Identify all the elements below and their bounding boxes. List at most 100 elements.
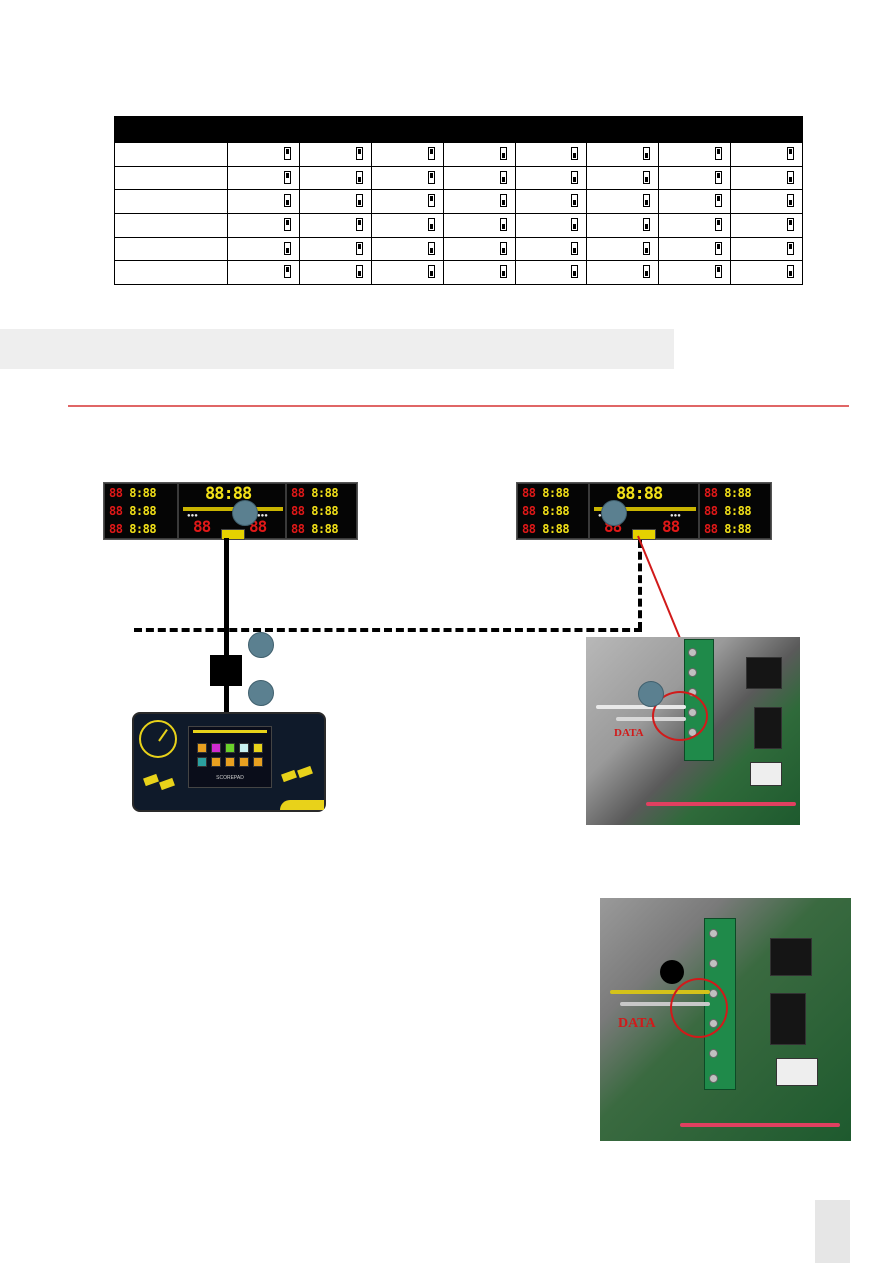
dip-cell — [586, 189, 660, 215]
dip-switch-icon — [715, 265, 723, 279]
dip-switch-icon — [499, 194, 507, 208]
dip-cell — [443, 166, 516, 191]
pcb-chip — [770, 938, 812, 976]
led-digits: 88 — [522, 522, 536, 536]
dip-cell — [658, 237, 732, 262]
dip-switch-table — [114, 116, 803, 286]
app-tile — [197, 757, 207, 767]
callout-marker — [248, 632, 274, 658]
dip-switch-icon — [571, 241, 579, 255]
dip-cell — [227, 260, 300, 286]
led-digits: 88 — [291, 504, 305, 518]
header-cell — [370, 116, 444, 143]
callout-marker — [638, 681, 664, 707]
header-cell — [586, 116, 660, 143]
game-clock: 88:88 — [616, 484, 663, 504]
foul-dots-right: ●●● — [257, 513, 268, 519]
dip-cell — [515, 213, 588, 238]
console-button — [297, 765, 313, 779]
dip-switch-icon — [715, 170, 723, 184]
callout-marker — [660, 960, 684, 984]
cable-dashed — [134, 628, 642, 632]
led-digits: 88 — [109, 504, 123, 518]
dip-cell — [227, 166, 300, 191]
dip-switch-icon — [499, 147, 507, 160]
dip-switch-icon — [499, 170, 507, 184]
led-digits: 88 — [522, 486, 536, 500]
dip-switch-icon — [571, 170, 579, 184]
dip-table-body — [114, 142, 803, 286]
led-digits: 88 — [291, 522, 305, 536]
cable-solid — [224, 538, 229, 655]
scoreboard-right: 88 8:88 88 8:88 88 8:88 88:88 ●●● ●●● 88… — [516, 482, 772, 540]
controller-screen: SCOREPAD — [188, 726, 272, 788]
pcb-chip — [754, 707, 782, 749]
cable-connector-box — [210, 655, 242, 686]
table-row — [114, 237, 803, 262]
dip-cell — [443, 142, 516, 167]
led-digits: 88 — [704, 486, 718, 500]
game-clock: 88:88 — [205, 484, 252, 504]
dip-switch-icon — [571, 194, 579, 208]
power-wire — [646, 802, 796, 806]
dip-switch-icon — [643, 265, 651, 279]
dip-switch-icon — [715, 218, 723, 232]
dip-cell — [299, 166, 372, 191]
dip-switch-icon — [787, 218, 794, 232]
dip-cell — [299, 213, 372, 238]
pcb-photo-bottom: DATA — [600, 898, 851, 1141]
screen-title-bar — [193, 730, 267, 733]
app-tile — [239, 743, 249, 753]
controller-console: SCOREPAD — [132, 712, 326, 812]
led-digits: 8:88 — [129, 522, 157, 536]
power-wire — [680, 1123, 840, 1127]
dip-switch-icon — [643, 218, 651, 232]
header-cell — [298, 116, 372, 143]
section-divider — [68, 405, 849, 407]
brand-strip — [280, 800, 324, 810]
dip-switch-icon — [427, 265, 435, 279]
row-label-cell — [114, 142, 228, 167]
app-tile — [253, 743, 263, 753]
data-highlight-circle — [652, 691, 708, 741]
dip-cell — [515, 237, 588, 262]
header-cell — [658, 116, 732, 143]
dip-switch-icon — [355, 241, 363, 255]
dip-cell — [371, 260, 444, 286]
pcb-chip — [770, 993, 806, 1045]
app-tile — [253, 757, 263, 767]
dip-switch-icon — [499, 218, 507, 232]
dip-cell — [730, 142, 803, 167]
dip-cell — [730, 213, 803, 238]
dip-switch-icon — [427, 218, 435, 232]
dip-switch-icon — [715, 241, 723, 255]
brand-tag — [221, 529, 245, 540]
dip-switch-icon — [355, 265, 363, 279]
dip-cell — [515, 142, 588, 167]
dip-switch-icon — [643, 170, 651, 184]
dip-cell — [299, 189, 372, 215]
dip-cell — [227, 237, 300, 262]
app-tile — [211, 743, 221, 753]
app-tile — [211, 757, 221, 767]
dip-switch-icon — [787, 147, 794, 160]
team-name-bar — [594, 507, 696, 511]
home-score: 88 — [193, 517, 211, 536]
app-tile — [197, 743, 207, 753]
dip-cell — [586, 213, 660, 238]
dip-switch-icon — [283, 194, 291, 208]
dip-cell — [730, 237, 803, 262]
callout-marker — [248, 680, 274, 706]
data-wire — [616, 717, 686, 721]
led-digits: 88 — [704, 504, 718, 518]
dip-cell — [371, 142, 444, 167]
foul-dots-right: ●●● — [670, 513, 681, 519]
led-digits: 88 — [522, 504, 536, 518]
scoreboard-side-panel: 88 8:88 88 8:88 88 8:88 — [104, 483, 178, 539]
dip-switch-icon — [715, 194, 723, 208]
table-row — [114, 189, 803, 215]
row-label-cell — [114, 189, 228, 215]
row-label-cell — [114, 166, 228, 191]
dip-switch-icon — [643, 241, 651, 255]
dip-cell — [658, 142, 732, 167]
